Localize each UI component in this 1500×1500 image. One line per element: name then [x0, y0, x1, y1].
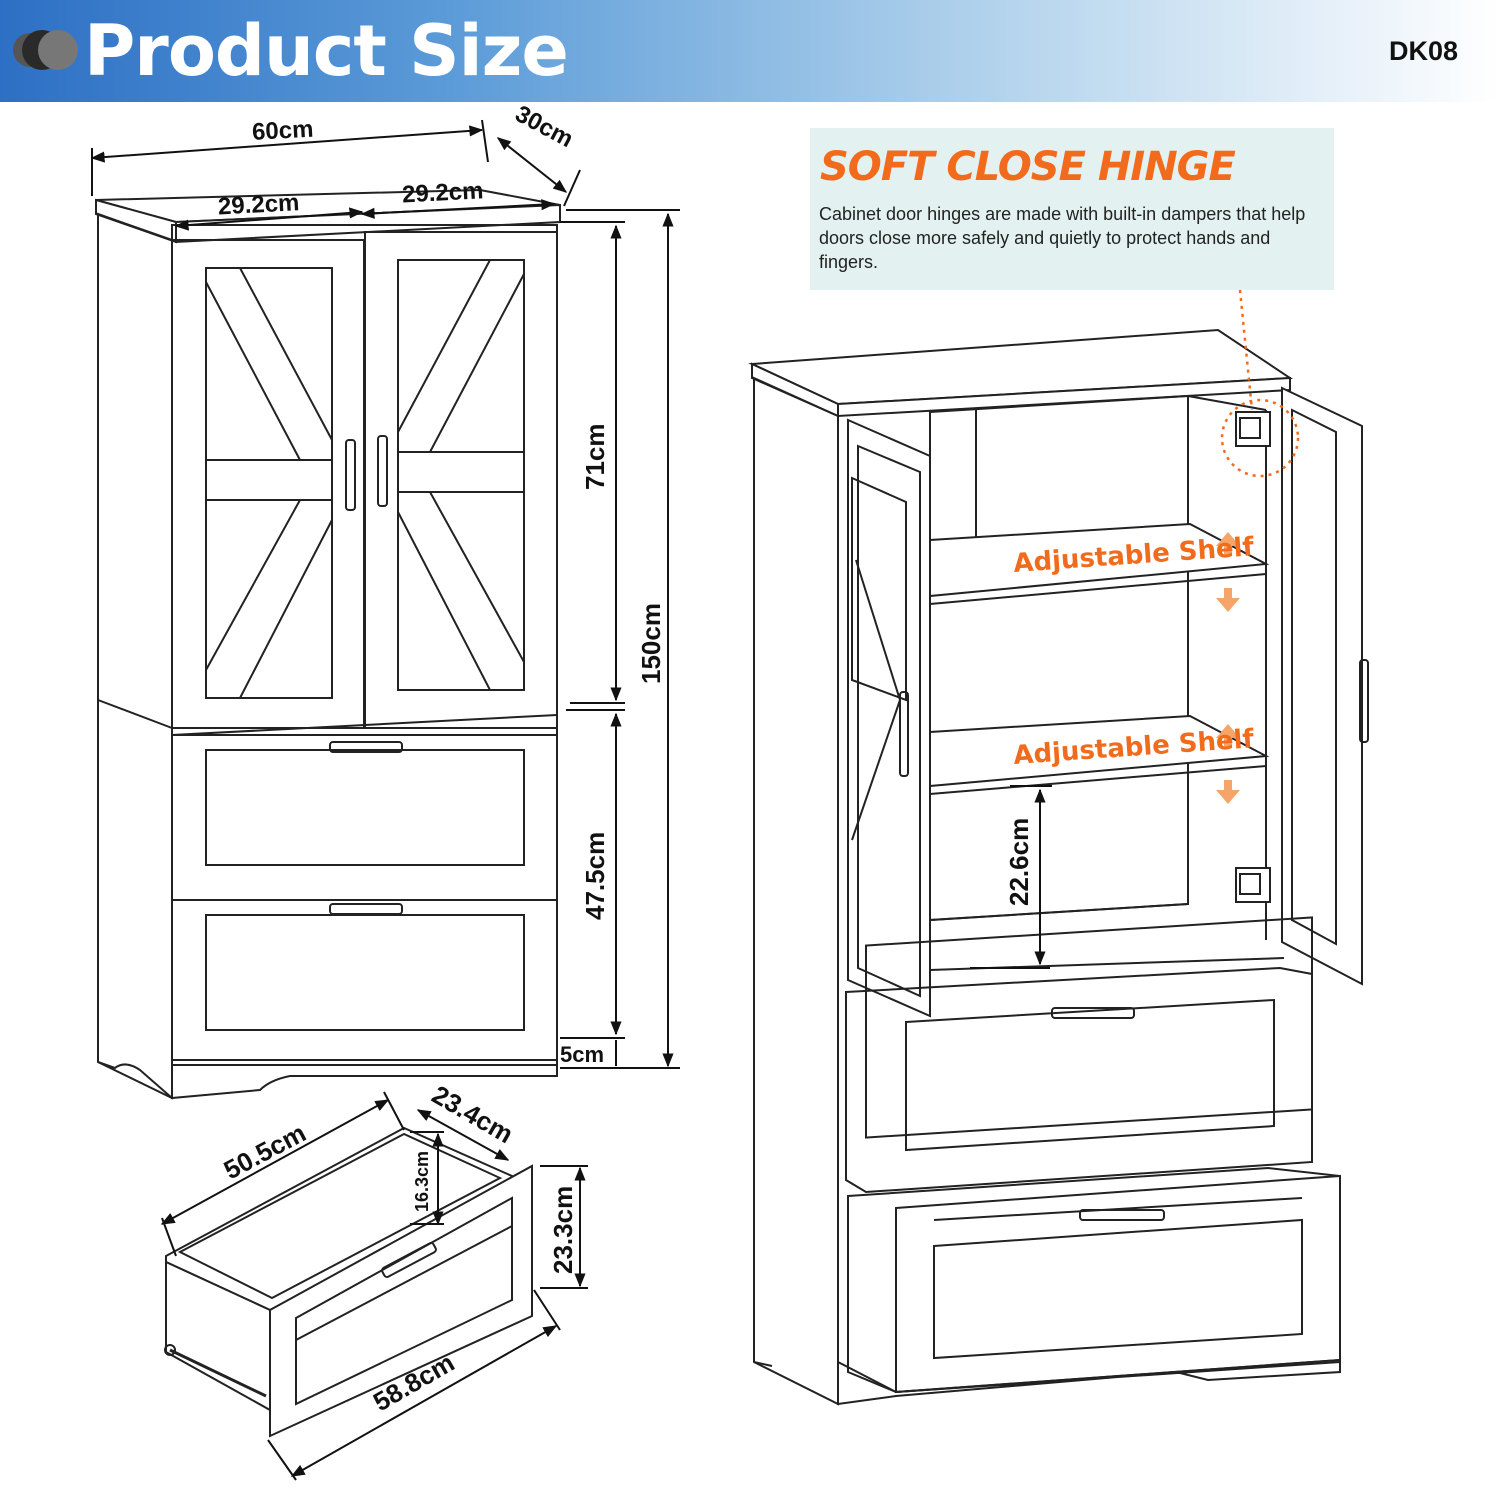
- dim-door-width-right: 29.2cm: [401, 177, 484, 208]
- cabinet-front-view: [95, 188, 561, 1100]
- soft-close-callout: SOFT CLOSE HINGE Cabinet door hinges are…: [810, 128, 1334, 290]
- shelf-gap-dimension: [970, 785, 1052, 969]
- hinge-highlight: [1220, 289, 1300, 478]
- header-banner: Product Size DK08: [0, 0, 1500, 102]
- dim-drawer-inner-height: 16.3cm: [412, 1151, 432, 1212]
- dim-total-width: 60cm: [251, 116, 314, 146]
- cabinet-open-view: [748, 328, 1369, 1406]
- dim-upper-height: 71cm: [580, 424, 610, 491]
- dim-base-height: 5cm: [560, 1042, 604, 1067]
- dim-drawer-height: 23.3cm: [548, 1186, 578, 1274]
- dim-lower-height: 47.5cm: [580, 832, 610, 920]
- dim-shelf-gap: 22.6cm: [1004, 818, 1034, 906]
- callout-title: SOFT CLOSE HINGE: [820, 144, 1236, 190]
- drawer-view: [164, 1126, 533, 1438]
- dim-drawer-width: 50.5cm: [219, 1117, 311, 1185]
- callout-text: Cabinet door hinges are made with built-…: [819, 204, 1306, 272]
- front-dimension-lines: [90, 119, 680, 1069]
- page-title: Product Size: [84, 10, 569, 92]
- dim-drawer-depth: 23.4cm: [427, 1079, 518, 1149]
- drawer-dimension-lines: [160, 1091, 588, 1481]
- dim-door-width-left: 29.2cm: [217, 189, 300, 220]
- logo-icon: [13, 30, 78, 70]
- dim-total-height: 150cm: [636, 603, 666, 684]
- model-number: DK08: [1388, 36, 1458, 66]
- shelf-adjust-arrows: [1216, 532, 1240, 804]
- dim-depth: 30cm: [511, 100, 578, 153]
